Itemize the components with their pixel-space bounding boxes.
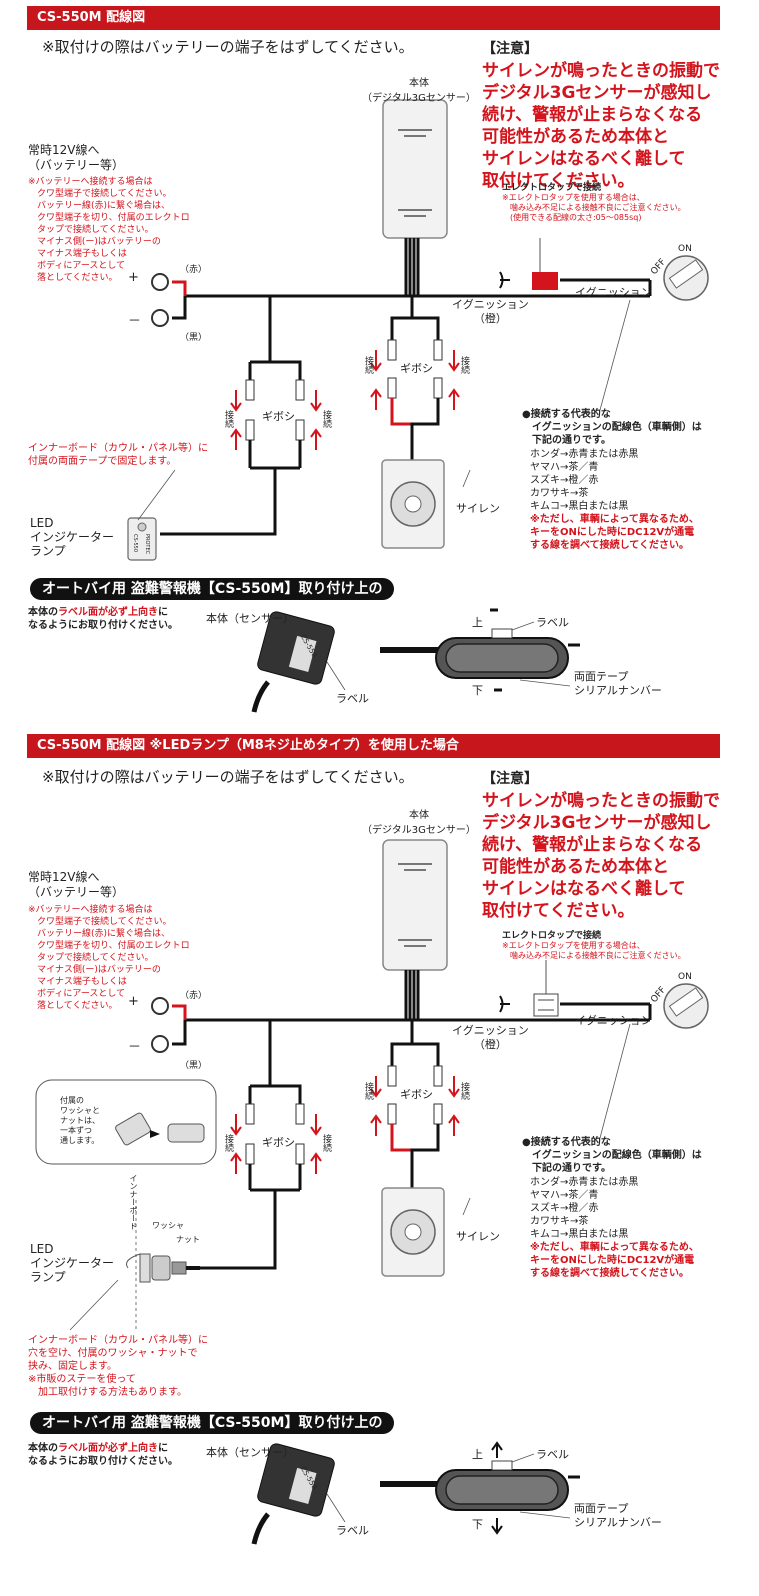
led-text-1: CS-550 <box>132 534 138 553</box>
side-label-2: ラベル <box>536 1448 569 1461</box>
ign-colors-list-2: ホンダ→赤青または赤黒 ヤマハ→茶／青 スズキ→橙／赤 カワサキ→茶 キムコ→黒… <box>530 1177 639 1240</box>
battery-note: ※バッテリーへ接続する場合は クワ型端子で接続してください。 バッテリー線(赤)… <box>28 177 190 283</box>
battery-warning-note: ※取付けの際はバッテリーの端子をはずしてください。 <box>42 38 414 56</box>
ign-colors-warning-2: ※ただし、車輌によって異なるため、 キーをONにした時にDC12Vが通電 する線… <box>530 1242 699 1279</box>
led-label-2: LED インジケーター ランプ <box>30 1242 115 1284</box>
main-unit-label-2: 本体 （デジタル3Gセンサー） <box>362 810 476 836</box>
mount-body-label-2: 本体（センサー） <box>206 1446 294 1459</box>
caution-body-2: サイレンが鳴ったときの振動で デジタル3Gセンサーが感知し 続け、警報が止まらな… <box>482 791 720 921</box>
section2-header: CS-550M 配線図 ※LEDランプ（M8ネジ止めタイプ）を使用した場合 <box>27 734 720 758</box>
black-wire-label-2: （黒） <box>180 1061 208 1071</box>
battery-note-2: ※バッテリーへ接続する場合は クワ型端子で接続してください。 バッテリー線(赤)… <box>28 905 190 1011</box>
center-gibosi-label-2: ギボシ <box>400 1088 433 1101</box>
siren-label: サイレン <box>456 502 500 515</box>
ign-colors-title: ●接続する代表的な イグニッションの配線色（車輌側）は 下記の通りです。 <box>522 409 702 446</box>
inner-board-label: インナーボード <box>129 1174 138 1230</box>
main-unit-label: 本体 （デジタル3Gセンサー） <box>362 78 476 104</box>
center-gibosi-label: ギボシ <box>400 362 433 375</box>
left-gibosi-label: ギボシ <box>262 410 295 423</box>
led-indicator-1 <box>127 517 157 561</box>
inner-board-note-2: インナーボード（カウル・パネル等）に 穴を空け、付属のワッシャ・ナットで 挟み、… <box>28 1335 208 1398</box>
tap-title: エレクトロタップで接続 <box>502 183 602 193</box>
battery-title: 常時12V線へ （バッテリー等） <box>28 143 125 172</box>
mount-note-2: 本体のラベル面が必ず上向きに なるようにお取り付けください。 <box>28 1443 178 1467</box>
mount-title-1: オートバイ用 盗難警報機【CS-550M】取り付け上の注意点 <box>30 578 394 619</box>
red-wire-label: （赤） <box>180 265 208 275</box>
center-connect-right-2: 接続 <box>459 1082 469 1100</box>
top-label-1: 上 <box>472 616 483 629</box>
side-label-1: ラベル <box>536 616 569 629</box>
led-label: LED インジケーター ランプ <box>30 516 115 558</box>
left-gibosi-label-2: ギボシ <box>262 1136 295 1149</box>
ignition-label: イグニッション <box>575 286 652 299</box>
mount-label-2: ラベル <box>336 1524 369 1537</box>
tap-note-2: ※エレクトロタップを使用する場合は、 噛み込み不足による接触不良にご注意ください… <box>502 941 686 960</box>
section1-header: CS-550M 配線図 <box>27 6 720 30</box>
battery-title-2: 常時12V線へ （バッテリー等） <box>28 870 125 899</box>
red-wire-label-2: （赤） <box>180 991 208 1001</box>
washer-label: ワッシャ <box>152 1221 184 1230</box>
mount-title-2: オートバイ用 盗難警報機【CS-550M】取り付け上の注意点 <box>30 1412 394 1453</box>
electro-tap <box>532 272 558 290</box>
mount-note-1: 本体のラベル面が必ず上向きに なるようにお取り付けください。 <box>28 607 178 631</box>
center-connect-left: 接続 <box>363 356 373 374</box>
washer-note: 付属の ワッシャと ナットは、 一本ずつ 通します。 <box>60 1096 100 1145</box>
caution-title: 【注意】 <box>482 41 538 57</box>
bottom-label-2: 下 <box>472 1518 483 1531</box>
tape-label-1: 両面テープ シリアルナンバー <box>574 670 662 697</box>
ignition-wire-label: イグニッション （橙） <box>452 298 529 325</box>
plus-terminal: + <box>128 270 139 285</box>
main-unit-box-2 <box>382 839 448 971</box>
left-connect-right: 接続 <box>321 410 331 428</box>
mount-body-label-1: 本体（センサー） <box>206 612 294 625</box>
tap-note: ※エレクトロタップを使用する場合は、 噛み込み不足による接触不良にご注意ください… <box>502 193 686 222</box>
battery-warning-note-2: ※取付けの際はバッテリーの端子をはずしてください。 <box>42 768 414 786</box>
plus-terminal-2: + <box>128 994 139 1009</box>
mount-label-1: ラベル <box>336 692 369 705</box>
left-connect-left: 接続 <box>223 410 233 428</box>
center-connect-left-2: 接続 <box>363 1082 373 1100</box>
minus-terminal: － <box>128 314 142 329</box>
main-unit-box <box>382 99 448 239</box>
ignition-label-2: イグニッション <box>575 1014 652 1027</box>
on-label: ON <box>678 244 692 254</box>
caution-body: サイレンが鳴ったときの振動で デジタル3Gセンサーが感知し 続け、警報が止まらな… <box>482 61 720 191</box>
minus-terminal-2: － <box>128 1040 142 1055</box>
tap-title-2: エレクトロタップで接続 <box>502 931 602 941</box>
led-indicator-2 <box>139 1253 151 1283</box>
ignition-wire-label-2: イグニッション （橙） <box>452 1024 529 1051</box>
inner-board-note: インナーボード（カウル・パネル等）に 付属の両面テープで固定します。 <box>28 443 208 467</box>
top-label-2: 上 <box>472 1448 483 1461</box>
ign-colors-list: ホンダ→赤青または赤黒 ヤマハ→茶／青 スズキ→橙／赤 カワサキ→茶 キムコ→黒… <box>530 449 639 512</box>
led-text-2: PROTEC <box>144 534 150 555</box>
left-connect-right-2: 接続 <box>321 1134 331 1152</box>
center-connect-right: 接続 <box>459 356 469 374</box>
ign-colors-warning: ※ただし、車輌によって異なるため、 キーをONにした時にDC12Vが通電 する線… <box>530 514 699 551</box>
on-label-2: ON <box>678 972 692 982</box>
nut-label: ナット <box>176 1235 200 1244</box>
caution-title-2: 【注意】 <box>482 771 538 787</box>
bottom-label-1: 下 <box>472 684 483 697</box>
left-connect-left-2: 接続 <box>223 1134 233 1152</box>
ign-colors-title-2: ●接続する代表的な イグニッションの配線色（車輌側）は 下記の通りです。 <box>522 1137 702 1174</box>
electro-tap-2 <box>533 993 559 1017</box>
tape-label-2: 両面テープ シリアルナンバー <box>574 1502 662 1529</box>
siren-label-2: サイレン <box>456 1230 500 1243</box>
black-wire-label: （黒） <box>180 333 208 343</box>
